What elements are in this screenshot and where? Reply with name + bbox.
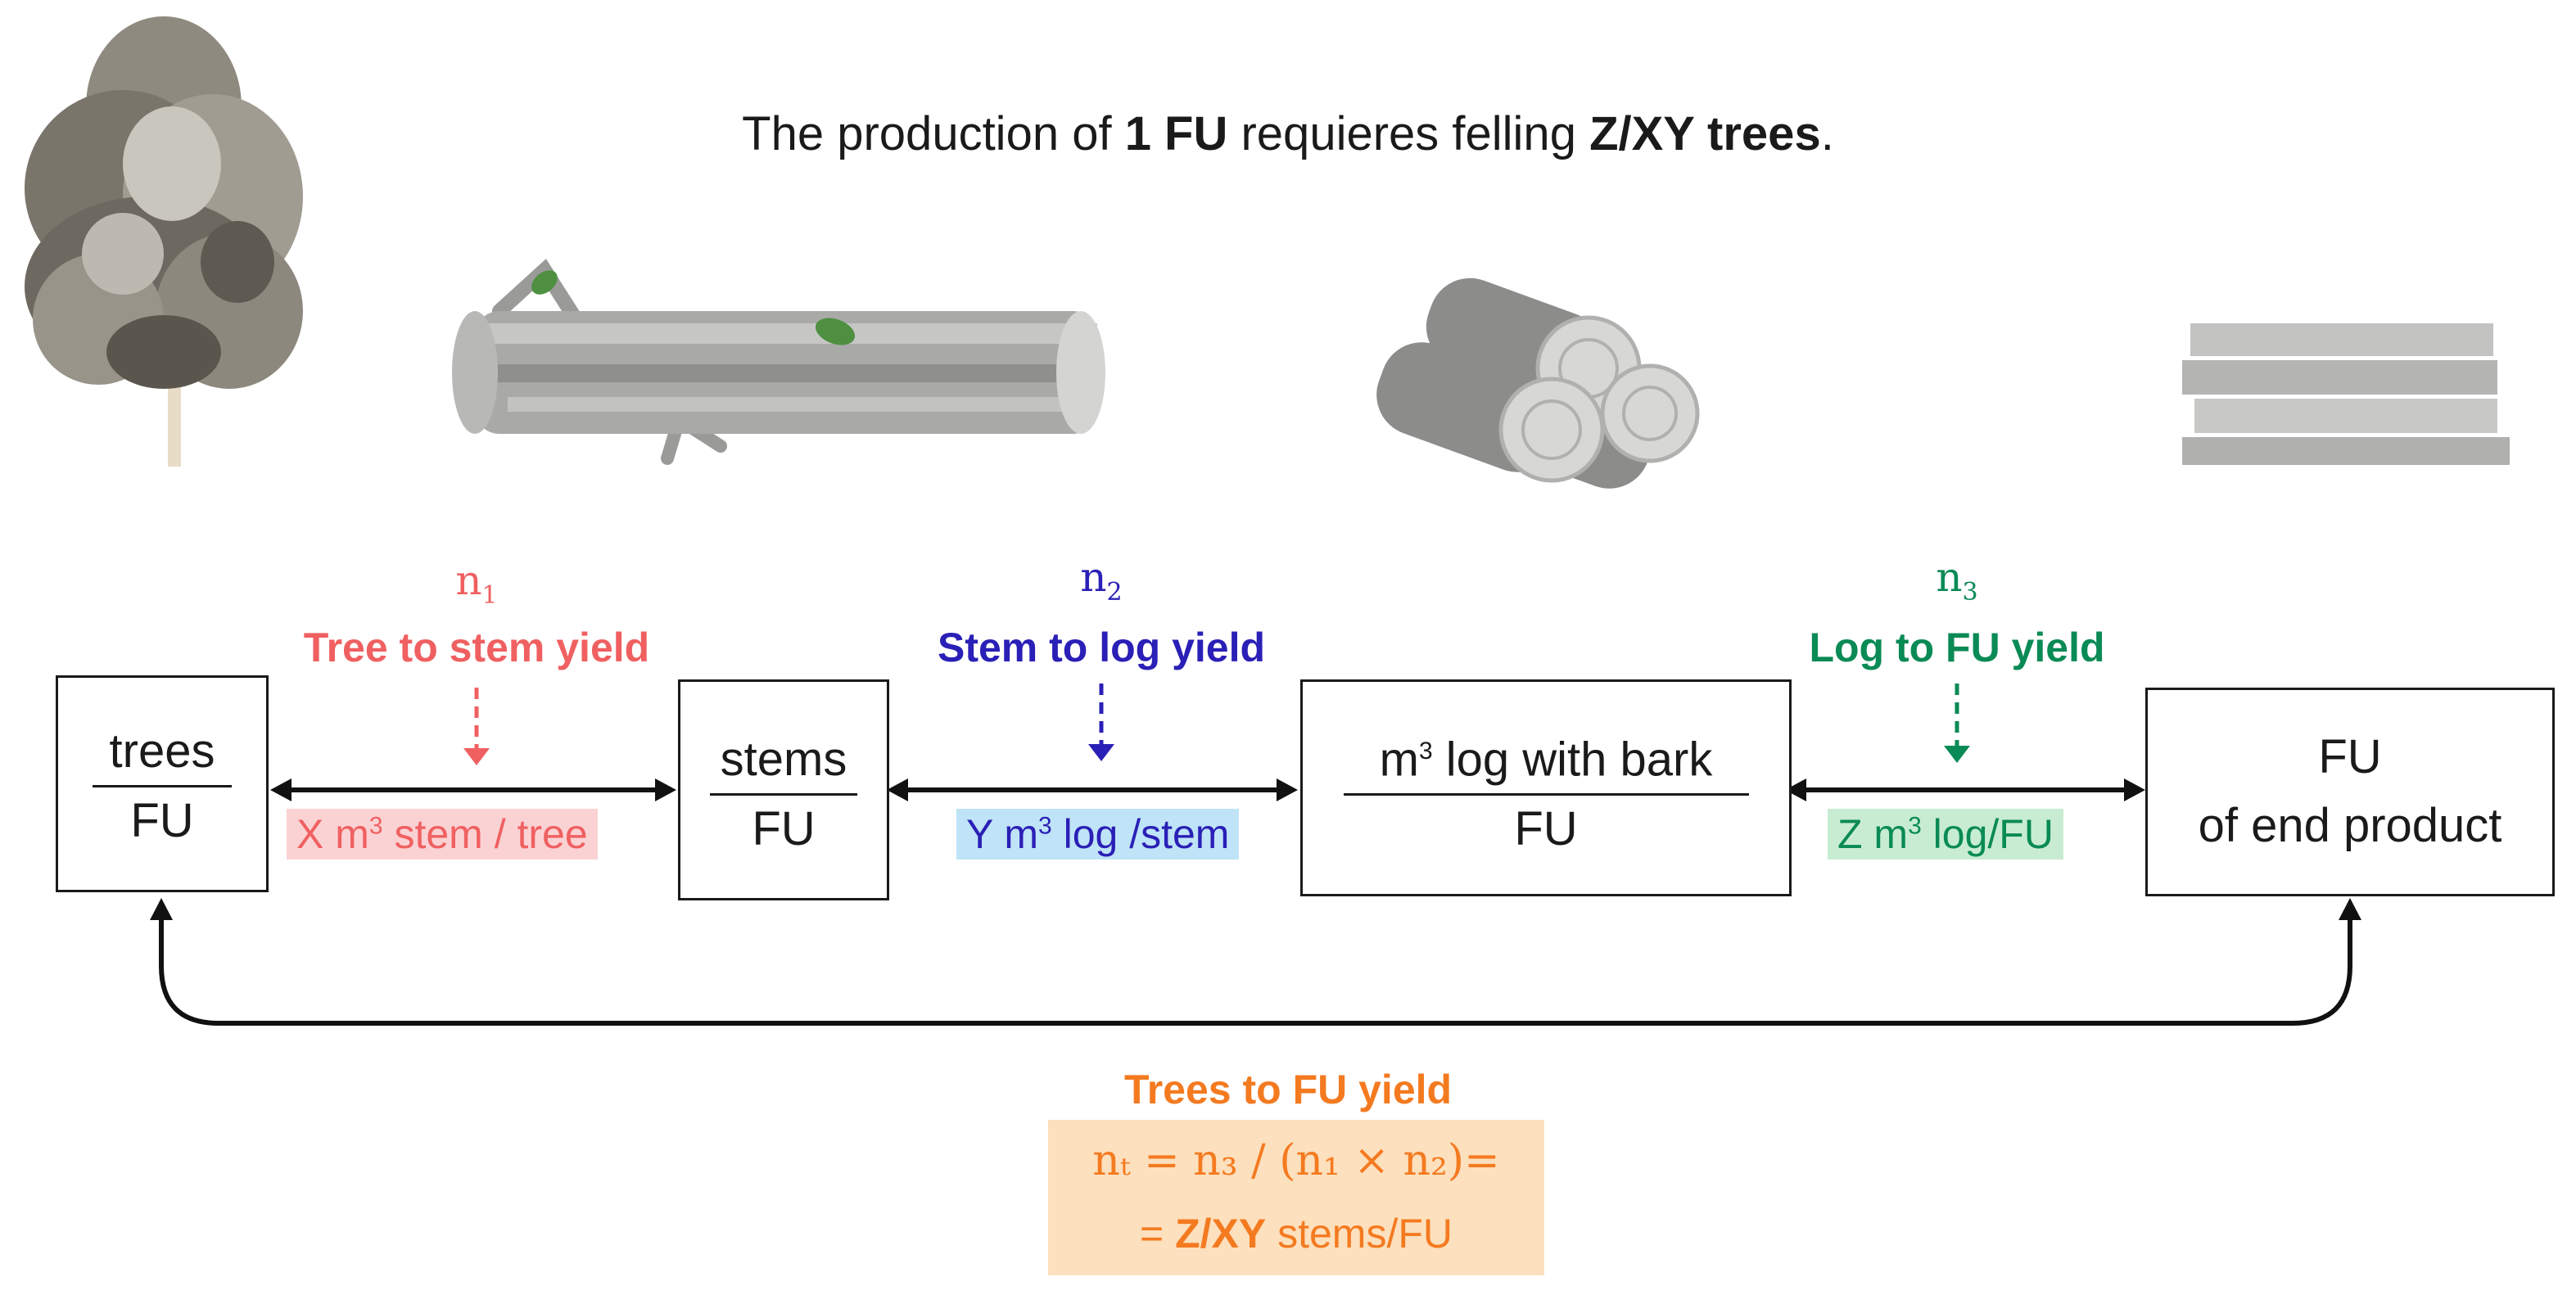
connector-arrows [270, 778, 2145, 801]
n2-symbol: n2 [1080, 553, 1123, 607]
stem-to-log-yield-label: Stem to log yield [937, 625, 1266, 670]
tree-icon [25, 16, 303, 467]
n3-symbol: n3 [1936, 553, 1978, 607]
diagram-title: The production of 1 FU requieres felling… [0, 106, 2576, 161]
fraction-line [93, 785, 232, 787]
title-bold-fu: 1 FU [1124, 107, 1228, 160]
log-to-fu-yield-label: Log to FU yield [1809, 625, 2105, 670]
total-yield-loop-arrow [150, 898, 2361, 1026]
box-denominator: FU [1514, 802, 1578, 856]
title-bold-trees: Z/XY trees [1589, 107, 1821, 160]
yield-pointer-arrows [474, 684, 1959, 749]
trees-to-fu-yield-label: Trees to FU yield [1123, 1067, 1453, 1112]
box-denominator: FU [752, 802, 816, 855]
log-pile-icon [1376, 277, 1700, 489]
fu-end-product-box: FU of end product [2145, 688, 2555, 896]
box-numerator: m3 log with bark [1379, 733, 1713, 787]
box-numerator: trees [109, 724, 215, 778]
total-yield-formula: nₜ = n₃ / (n₁ × n₂)= [1092, 1136, 1500, 1185]
box-line1: FU [2318, 730, 2382, 783]
fraction-line [1343, 793, 1749, 796]
tree-to-stem-factor: X m3 stem / tree [287, 809, 598, 860]
box-denominator: FU [130, 794, 194, 847]
fraction-line [710, 793, 857, 796]
title-text: . [1820, 107, 1834, 160]
title-text: The production of [742, 107, 1125, 160]
log-per-fu-box: m3 log with bark FU [1300, 679, 1792, 896]
box-line2: of end product [2198, 799, 2502, 852]
box-numerator: stems [720, 733, 847, 786]
stem-log-icon [452, 259, 1105, 465]
tree-to-stem-yield-label: Tree to stem yield [303, 625, 650, 670]
trees-per-fu-box: trees FU [56, 675, 269, 892]
stem-to-log-factor: Y m3 log /stem [956, 809, 1240, 860]
log-to-fu-factor: Z m3 log/FU [1828, 809, 2063, 860]
title-text: requieres felling [1227, 107, 1590, 160]
lumber-planks-icon [2182, 323, 2510, 465]
n1-symbol: n1 [455, 557, 498, 610]
stems-per-fu-box: stems FU [678, 679, 889, 900]
total-yield-formula-box [1048, 1120, 1544, 1275]
total-yield-result: = Z/XY stems/FU [1139, 1211, 1453, 1257]
